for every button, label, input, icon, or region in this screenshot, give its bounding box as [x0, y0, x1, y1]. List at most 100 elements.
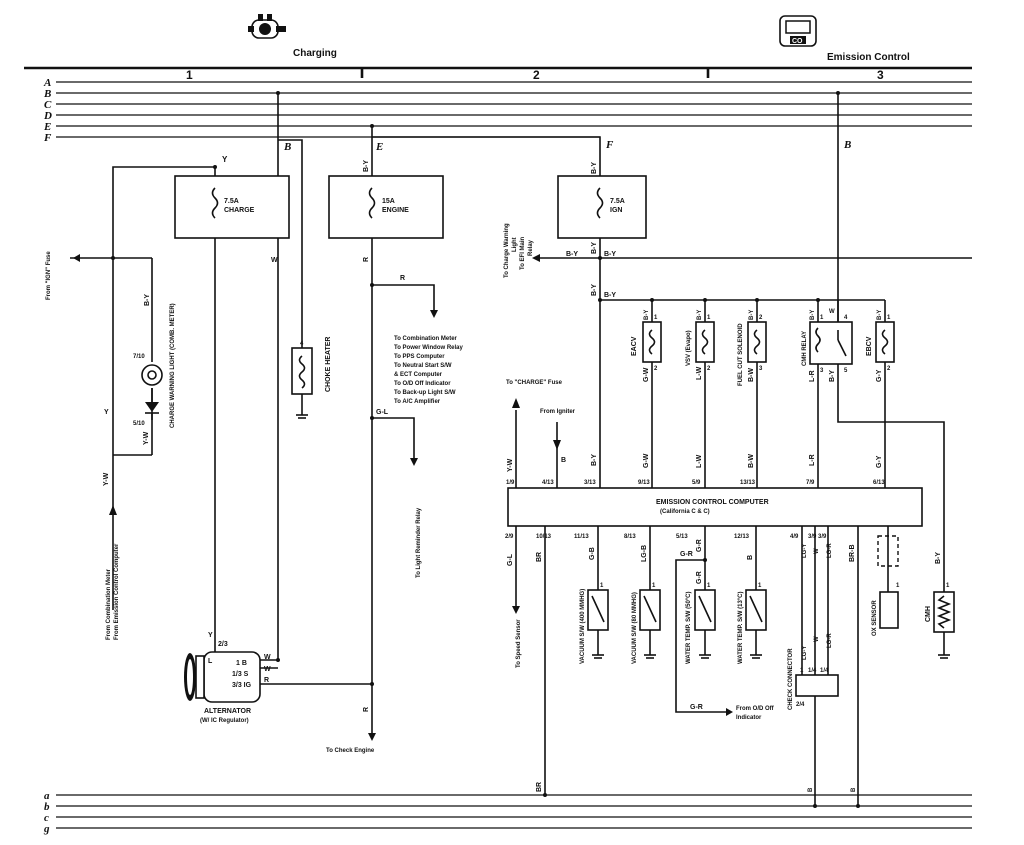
- charging-icon: [248, 14, 286, 39]
- wire-label-r-check: R: [363, 707, 370, 712]
- vacuum-switch-80: [639, 589, 661, 659]
- ecu-top-pin-8: 6/13: [873, 480, 885, 486]
- wire-label-w-cmh-relay: W: [829, 309, 835, 315]
- destination-combination-meter: To Combination Meter: [394, 336, 458, 342]
- alt-pin-23: 2/3: [218, 641, 228, 648]
- ecu-bottom-pin-8: 3/9: [808, 534, 817, 540]
- ecu-bottom-pin-1: 2/9: [505, 534, 514, 540]
- ecu-top-pin-3: 3/13: [584, 480, 596, 486]
- wire-label-b-bottom-2: B: [851, 787, 857, 792]
- engine-fuse-rating: 15A: [382, 198, 395, 205]
- check-pin-4: 2/4: [796, 702, 805, 708]
- destination-backup-light: To Back-up Light S/W: [394, 390, 456, 396]
- bus-label-e: E: [43, 121, 51, 133]
- wire-label-gb: G-B: [589, 547, 596, 560]
- ecu-bottom-pin-3: 11/13: [574, 534, 589, 540]
- to-charge-warning-label-1: To Charge Warning: [504, 223, 510, 278]
- vacuum-switch-400: [587, 589, 609, 659]
- cmh-relay-pin-1: 1: [820, 315, 824, 321]
- check-pin-2: 1/4: [808, 668, 817, 674]
- charging-label: Charging: [293, 48, 337, 59]
- vacuum-80-pin: 1: [652, 583, 656, 589]
- wire-label-gr-sw: G-R: [696, 571, 703, 584]
- wire-label-lr-ecu: L-R: [809, 454, 816, 466]
- tap-label-b-section3: B: [843, 139, 851, 151]
- ecu-subtitle: (California C & C): [660, 509, 710, 515]
- destination-power-window: To Power Window Relay: [394, 345, 464, 351]
- wire-label-by-relay-out: B-Y: [829, 370, 836, 382]
- to-charge-warning-label-4: Relay: [528, 239, 534, 256]
- vsv-pin-2: 2: [707, 366, 711, 372]
- check-pin-3: 1/4: [820, 668, 829, 674]
- wire-label-by-ecu: B-Y: [591, 454, 598, 466]
- to-charge-fuse-label: To "CHARGE" Fuse: [506, 380, 563, 386]
- section-2-number: 2: [533, 68, 540, 82]
- wire-label-gw-ecu: G-W: [643, 453, 650, 468]
- alternator: [184, 640, 261, 703]
- wire-label-by-engine: B-Y: [363, 160, 370, 172]
- wire-label-gw-eacv: G-W: [643, 367, 650, 382]
- wire-label-gy-ecu: G-Y: [876, 455, 883, 468]
- water-50-label: WATER TEMP. S/W (50°C): [686, 591, 692, 664]
- alternator-label: ALTERNATOR: [204, 708, 251, 715]
- section-1-number: 1: [186, 68, 193, 82]
- lower-wiring: [512, 526, 899, 808]
- choke-heater-label: CHOKE HEATER: [325, 337, 332, 392]
- wire-label-by-vsv: B-Y: [697, 310, 703, 320]
- charge-warning-light: [141, 364, 163, 420]
- emission-control-computer: EMISSION CONTROL COMPUTER (California C …: [507, 487, 923, 527]
- charge-fuse: 7.5A CHARGE: [174, 175, 290, 239]
- wire-label-lgy-check: LG-Y: [802, 646, 808, 660]
- from-od-off-label: From O/D Off: [736, 706, 775, 712]
- light-pin-7: 7/10: [133, 354, 145, 360]
- vsv-label: VSV (Evapo): [686, 330, 692, 366]
- wire-label-by-cmh-relay: B-Y: [810, 310, 816, 320]
- wire-label-brb: BR-B: [849, 545, 856, 563]
- ebcv-pin-2: 2: [887, 366, 891, 372]
- wire-label-w-alt-s: W: [264, 666, 271, 673]
- water-temp-switch-13: [745, 589, 767, 659]
- to-check-engine-label: To Check Engine: [326, 748, 375, 754]
- bus-label-c-lower: c: [44, 812, 49, 824]
- wire-label-gr-ecu: G-R: [696, 539, 703, 552]
- check-pin-1: 1: [800, 668, 804, 674]
- wire-label-r-engine: R: [363, 257, 370, 262]
- to-light-reminder-label: To Light Reminder Relay: [416, 507, 422, 578]
- engine-fuse: 15A ENGINE: [328, 175, 444, 239]
- choke-pin-4: 4: [300, 341, 304, 347]
- ign-fuse-rating: 7.5A: [610, 198, 625, 205]
- fuel-cut-solenoid: [747, 300, 767, 488]
- engine-wiring: [368, 124, 438, 741]
- bus-label-b-lower: b: [44, 801, 50, 813]
- alt-pin-ig: 3/3 IG: [232, 682, 252, 689]
- fuel-cut-label: FUEL CUT SOLENOID: [738, 323, 744, 386]
- wire-label-gl-branch: G-L: [376, 409, 389, 416]
- ebcv-label: EBCV: [866, 336, 873, 356]
- vacuum-80-label: VACUUM S/W (80 MMHG): [632, 592, 638, 664]
- vsv-pin-1: 1: [707, 315, 711, 321]
- wire-label-b-igniter: B: [561, 457, 566, 464]
- wire-label-b-bottom-1: B: [808, 787, 814, 792]
- wire-label-gr-branch: G-R: [680, 551, 693, 558]
- ebcv-pin-1: 1: [887, 315, 891, 321]
- water-13-pin: 1: [758, 583, 762, 589]
- wire-label-by-ign: B-Y: [591, 162, 598, 174]
- charge-fuse-rating: 7.5A: [224, 198, 239, 205]
- from-emission-computer-label: From Emission Control Computer: [114, 543, 120, 640]
- bus-label-f: F: [43, 132, 52, 144]
- destination-ac-amplifier: To A/C Amplifier: [394, 399, 441, 405]
- ecu-bottom-pin-6: 12/13: [734, 534, 750, 540]
- alt-pin-b: 1 B: [236, 660, 247, 667]
- wire-label-gy-ebcv: G-Y: [876, 369, 883, 382]
- wire-label-by-relay-left: B-Y: [566, 251, 578, 258]
- ecu-bottom-pin-9: 3/9: [818, 534, 827, 540]
- ox-sensor-label: OX SENSOR: [872, 600, 878, 636]
- wire-label-bw-ecu: B-W: [748, 454, 755, 468]
- fuel-cut-pin-2: 2: [759, 315, 763, 321]
- wire-label-by-ign-lower: B-Y: [591, 242, 598, 254]
- wire-label-lgr-check: LG-R: [827, 633, 833, 648]
- bottom-bus-lines: [56, 794, 972, 829]
- ecu-top-pin-5: 5/9: [692, 480, 701, 486]
- vacuum-400-pin: 1: [600, 583, 604, 589]
- ign-wiring: [372, 136, 972, 488]
